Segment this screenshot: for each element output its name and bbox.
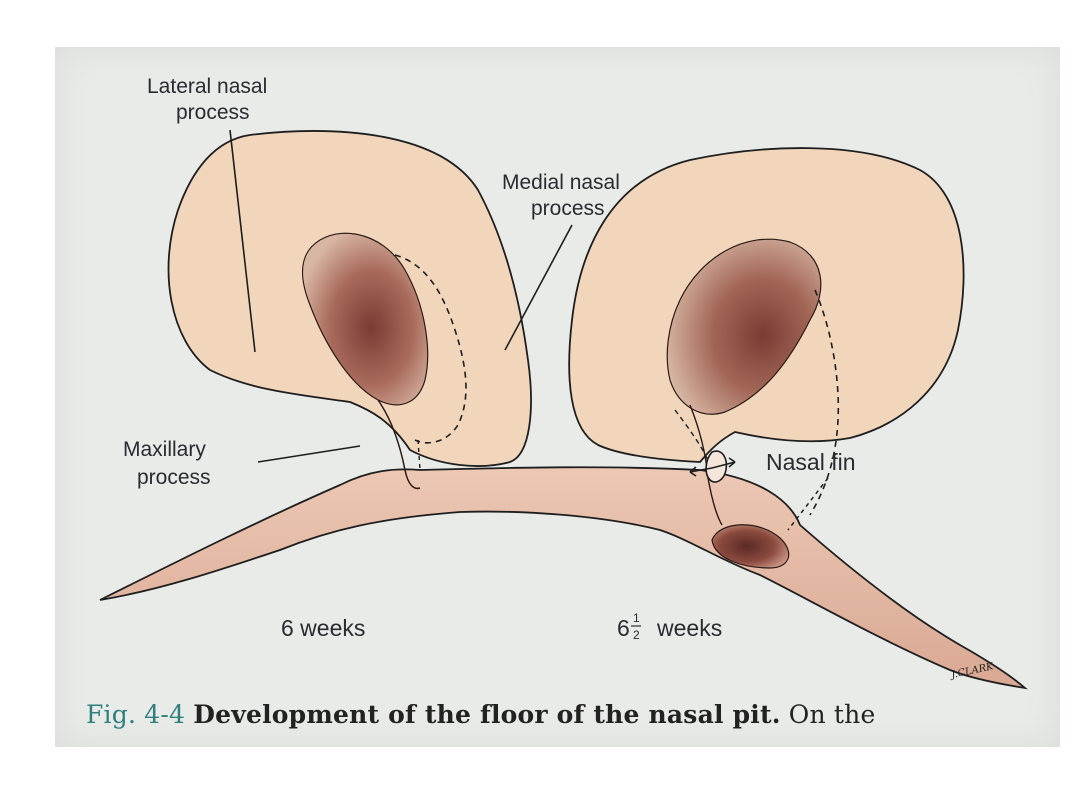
figure-caption: Fig. 4-4 Development of the floor of the… xyxy=(86,700,875,729)
caption-text: On the xyxy=(788,700,876,729)
stage-6-half-denominator: 2 xyxy=(633,628,640,642)
medial-nasal-process-label-line1: Medial nasal xyxy=(502,171,620,194)
nasal-fin-leader xyxy=(787,477,829,531)
caption-figure-number: Fig. 4-4 xyxy=(86,700,186,729)
caption-title: Development of the floor of the nasal pi… xyxy=(193,700,781,729)
stage-6-half-weeks-label: 6 1 2 weeks xyxy=(617,611,722,642)
medial-nasal-process-leader xyxy=(504,224,573,351)
maxillary-process-label-line2: process xyxy=(137,466,211,489)
nasal-floor xyxy=(99,466,1028,690)
maxillary-process-leader xyxy=(257,445,361,463)
nasal-fin-label: Nasal fin xyxy=(766,449,855,475)
medial-nasal-process-label-line2: process xyxy=(531,197,605,220)
lateral-nasal-process-label-line1: Lateral nasal xyxy=(147,75,267,98)
lateral-nasal-process-leader xyxy=(229,129,256,353)
floor-opening xyxy=(711,524,790,569)
lateral-nasal-process-label-line2: process xyxy=(176,101,250,124)
left-nasal-pit xyxy=(302,232,467,490)
stage-6-half-weeks-word: weeks xyxy=(656,615,722,641)
stage-6-half-numerator: 1 xyxy=(633,611,640,625)
maxillary-process-label-line1: Maxillary xyxy=(123,438,206,461)
stage-6-weeks-label: 6 weeks xyxy=(281,615,365,641)
stage-6-half-whole: 6 xyxy=(617,615,630,641)
right-nasal-pit xyxy=(666,238,840,569)
